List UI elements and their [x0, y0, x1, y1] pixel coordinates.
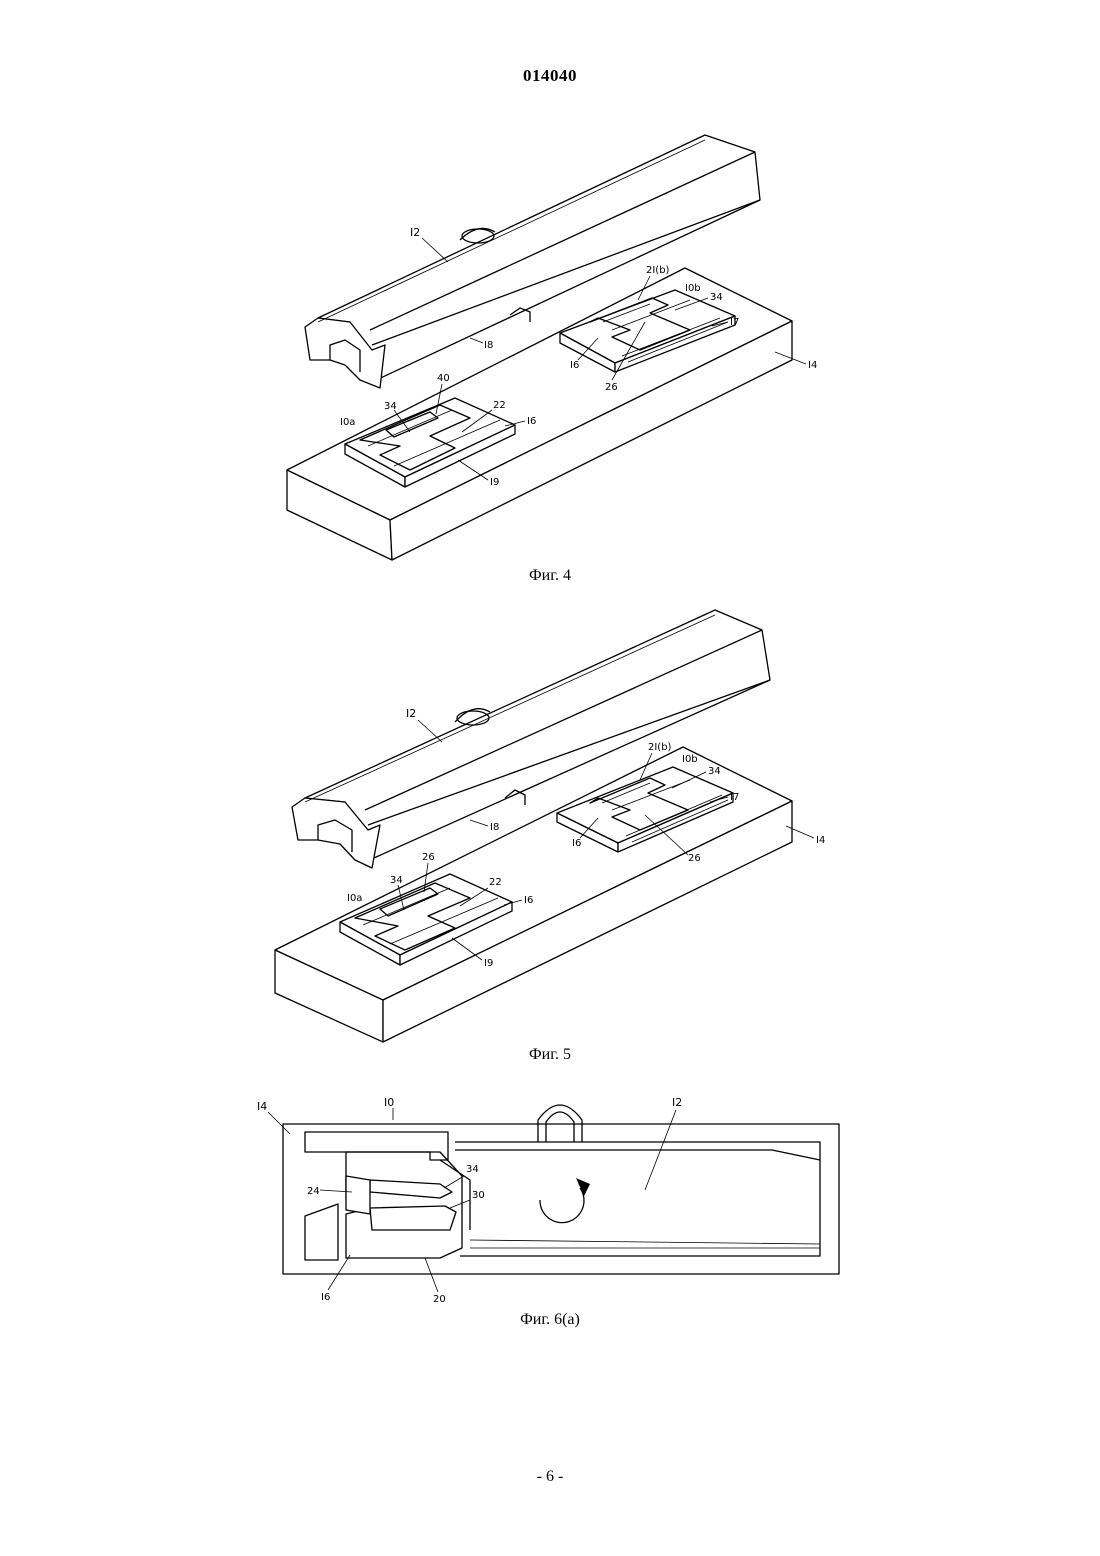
label-24: 24	[307, 1186, 320, 1197]
label-16-left: I6	[527, 416, 536, 427]
wear-member-section	[305, 1132, 470, 1260]
figure-5: I2 I8 2I(b) I0b 34 I7 I6 26 I4 26 34 22 …	[0, 600, 1100, 1070]
figure-5-caption: Фиг. 5	[0, 1046, 1100, 1064]
label-21b: 2I(b)	[648, 742, 672, 753]
label-26: 26	[605, 382, 618, 393]
label-34-right: 34	[710, 292, 723, 303]
label-10a: I0a	[340, 417, 355, 428]
label-19: I9	[490, 477, 499, 488]
label-16-right: I6	[572, 838, 581, 849]
label-12: I2	[410, 226, 420, 239]
label-26-left: 26	[422, 852, 435, 863]
label-26-right: 26	[688, 853, 701, 864]
label-21b: 2I(b)	[646, 265, 670, 276]
label-20: 20	[433, 1294, 446, 1305]
label-22: 22	[489, 877, 502, 888]
label-12: I2	[672, 1096, 682, 1109]
label-40: 40	[437, 373, 450, 384]
label-18: I8	[484, 340, 493, 351]
figure-6a: I0 I2 I4 34 30 24 I6 20 Фиг. 6(a)	[0, 1080, 1100, 1340]
label-10b: I0b	[685, 283, 701, 294]
label-34-left: 34	[390, 875, 403, 886]
label-16-left: I6	[524, 895, 533, 906]
label-16-right: I6	[570, 360, 579, 371]
label-10b: I0b	[682, 754, 698, 765]
label-10a: I0a	[347, 893, 362, 904]
label-18: I8	[490, 822, 499, 833]
rotation-arrow-icon	[540, 1188, 584, 1223]
label-22: 22	[493, 400, 506, 411]
figure-4-caption: Фиг. 4	[0, 567, 1100, 585]
label-14: I4	[257, 1100, 267, 1113]
label-16: I6	[321, 1292, 330, 1303]
label-17: I7	[730, 792, 739, 803]
figure-6a-drawing: I0 I2 I4 34 30 24 I6 20	[0, 1080, 1100, 1340]
page-number: - 6 -	[0, 1468, 1100, 1486]
label-14: I4	[816, 835, 825, 846]
label-30: 30	[472, 1190, 485, 1201]
top-bar	[455, 1142, 820, 1256]
label-34-left: 34	[384, 401, 397, 412]
label-34: 34	[466, 1164, 479, 1175]
figure-4-drawing: I2 I8 2I(b) I0b 34 I7 I6 26 I4 40 34 22 …	[0, 0, 1100, 600]
label-14: I4	[808, 360, 817, 371]
arrow-head-icon	[576, 1178, 590, 1196]
figure-5-drawing: I2 I8 2I(b) I0b 34 I7 I6 26 I4 26 34 22 …	[0, 600, 1100, 1070]
label-17: I7	[730, 317, 739, 328]
label-10: I0	[384, 1096, 394, 1109]
figure-4: I2 I8 2I(b) I0b 34 I7 I6 26 I4 40 34 22 …	[0, 0, 1100, 600]
figure-6a-caption: Фиг. 6(a)	[0, 1311, 1100, 1329]
label-34-right: 34	[708, 766, 721, 777]
label-19: I9	[484, 958, 493, 969]
label-12: I2	[406, 707, 416, 720]
